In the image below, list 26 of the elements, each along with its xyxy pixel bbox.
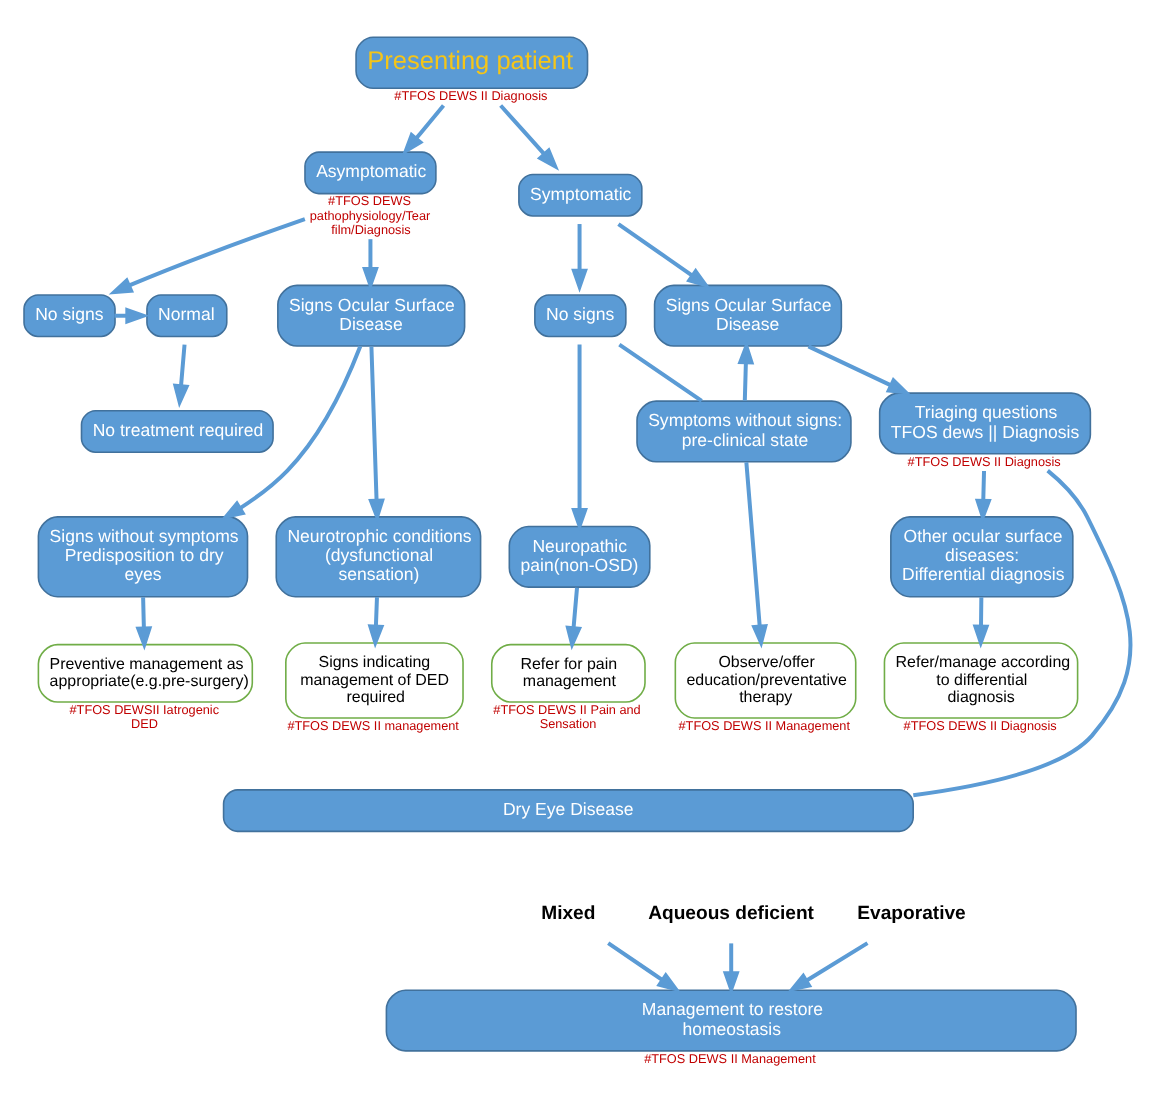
arrow: [368, 345, 385, 522]
arrow: [108, 216, 306, 294]
arrow: [722, 942, 740, 995]
arrow: [172, 343, 190, 408]
arrow: [571, 223, 588, 292]
connector: [913, 468, 1133, 797]
arrow: [401, 103, 446, 155]
arrow: [362, 238, 379, 291]
node-text: Aqueous deficient: [648, 901, 814, 924]
arrow: [744, 461, 768, 648]
connector: [618, 341, 703, 402]
arrow: [607, 940, 681, 992]
arrow: [367, 596, 385, 648]
arrow: [972, 596, 990, 648]
arrow: [807, 343, 911, 394]
arrow: [135, 596, 153, 650]
arrow: [617, 221, 711, 288]
arrow: [499, 103, 560, 170]
node-text: Mixed: [541, 901, 596, 924]
arrow: [787, 940, 869, 992]
arrow: [737, 339, 755, 400]
arrow: [571, 343, 588, 532]
arrow: [565, 586, 583, 650]
node-text: Evaporative: [857, 901, 966, 924]
arrow: [221, 344, 363, 519]
arrow: [974, 470, 992, 522]
